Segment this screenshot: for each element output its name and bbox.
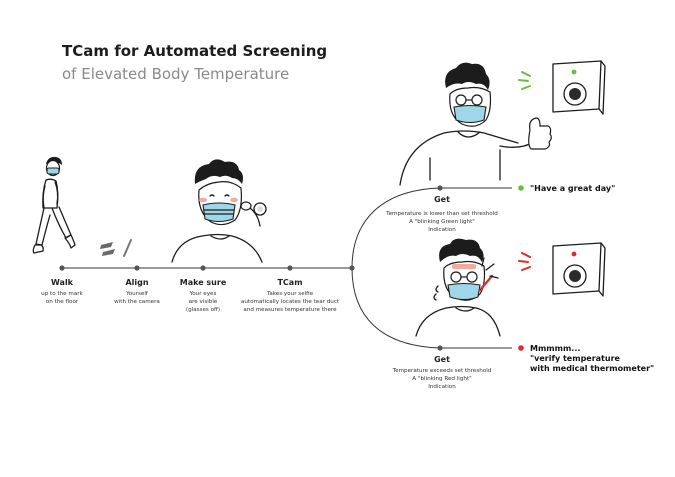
- step-make-sure-desc-3: (glasses off): [186, 307, 220, 313]
- outcome-normal-desc-3: Indication: [428, 227, 456, 233]
- title-line-2: of Elevated Body Temperature: [62, 65, 289, 83]
- title-line-1: TCam for Automated Screening: [62, 42, 327, 60]
- step-align-heading: Align: [125, 278, 148, 287]
- outcome-dot-normal: [437, 185, 443, 191]
- green-indicator-dot: [518, 185, 524, 191]
- outcome-normal: Get Temperature is lower than set thresh…: [385, 184, 615, 233]
- step-tcam: TCam Takes your selfie automatically loc…: [241, 278, 340, 313]
- outcome-normal-message: "Have a great day": [530, 184, 615, 193]
- person-fever-icon: [415, 238, 501, 337]
- step-make-sure: Make sure Your eyes are visible (glasses…: [180, 278, 227, 313]
- step-tcam-desc-2: automatically locates the tear duct: [241, 299, 340, 305]
- outcome-elevated-desc-3: Indication: [428, 384, 456, 390]
- step-dot-make-sure: [200, 265, 206, 271]
- step-dot-tcam: [287, 265, 293, 271]
- outcome-dot-elevated: [437, 345, 443, 351]
- step-align-desc-2: with the camera: [114, 299, 160, 305]
- person-walking-icon: [32, 156, 76, 254]
- step-tcam-desc-1: Takes your selfie: [266, 291, 314, 297]
- timeline: [62, 187, 512, 349]
- outcome-normal-desc-2: A "blinking Green light": [409, 219, 475, 225]
- outcome-normal-desc-1: Temperature is lower than set threshold: [385, 211, 498, 217]
- step-align: Align Yourself with the camera: [114, 278, 160, 305]
- step-walk-desc-1: up to the mark: [41, 291, 83, 297]
- footprints-icon: [100, 239, 132, 257]
- step-walk-desc-2: on the floor: [46, 299, 79, 305]
- outcome-elevated-desc-1: Temperature exceeds set threshold: [392, 368, 492, 374]
- step-dot-walk: [59, 265, 65, 271]
- outcome-elevated-message-1: Mmmmm...: [530, 344, 580, 353]
- branch-dot: [349, 265, 355, 271]
- outcome-elevated-message-3: with medical thermometer": [530, 364, 654, 373]
- step-dot-align: [134, 265, 140, 271]
- step-make-sure-desc-1: Your eyes: [189, 291, 217, 297]
- red-indicator-dot: [518, 345, 524, 351]
- step-walk: Walk up to the mark on the floor: [41, 278, 83, 305]
- outcome-elevated-desc-2: A "blinking Red light": [412, 376, 472, 382]
- person-adjusting-glasses-icon: [171, 159, 267, 263]
- step-tcam-heading: TCam: [277, 278, 302, 287]
- step-tcam-desc-3: and measures temperature there: [243, 307, 337, 313]
- step-align-desc-1: Yourself: [125, 291, 149, 297]
- step-make-sure-desc-2: are visible: [189, 299, 218, 305]
- outcome-normal-heading: Get: [434, 195, 450, 204]
- step-make-sure-heading: Make sure: [180, 278, 227, 287]
- camera-device-icon-green: [518, 60, 606, 115]
- camera-device-icon-red: [518, 242, 606, 297]
- person-thumbs-up-icon: [399, 62, 552, 186]
- outcome-elevated-message-2: "verify temperature: [530, 354, 621, 363]
- outcome-elevated: Get Temperature exceeds set threshold A …: [392, 344, 655, 390]
- step-walk-heading: Walk: [51, 278, 74, 287]
- outcome-elevated-heading: Get: [434, 355, 450, 364]
